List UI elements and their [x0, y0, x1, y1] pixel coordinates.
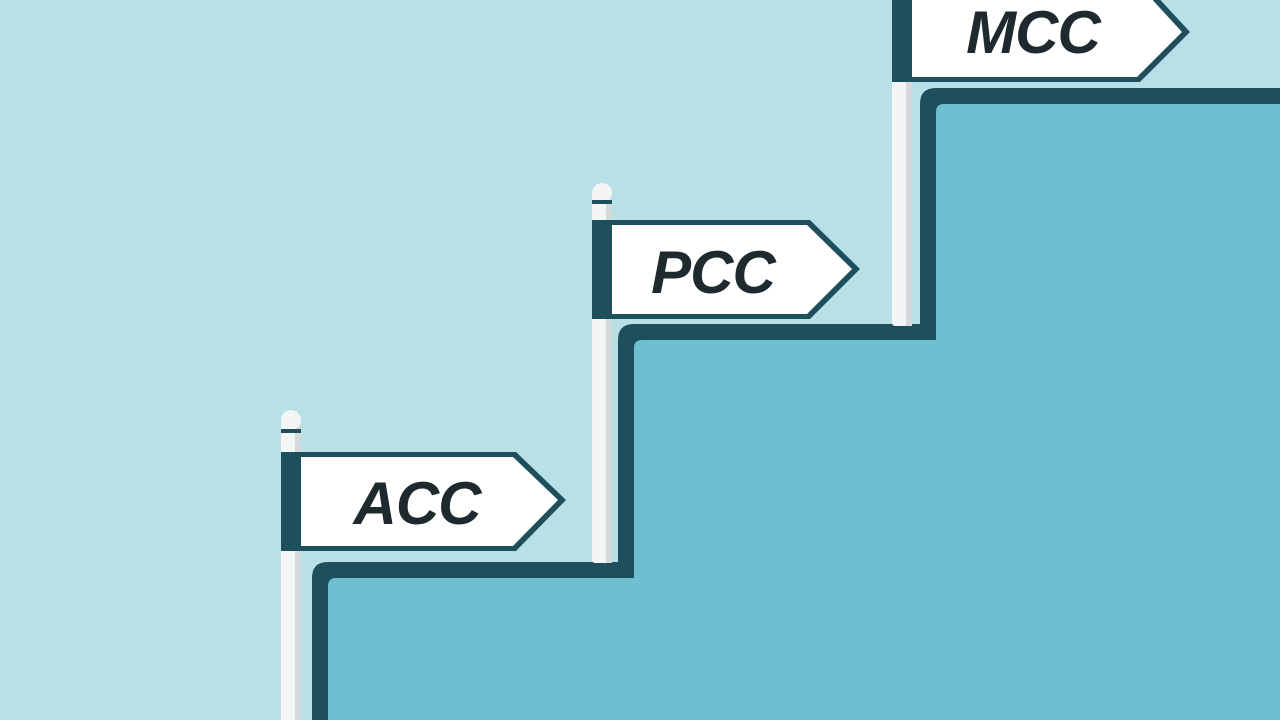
flag-label-pcc: PCC [651, 239, 777, 306]
flag-banner [892, 0, 1190, 82]
flag-label-mcc: MCC [966, 0, 1102, 66]
flag-banner [592, 220, 860, 319]
staircase-fill [328, 104, 1280, 720]
flag-banner [281, 452, 566, 551]
step-mcc: MCC [892, 0, 1190, 326]
step-pcc: PCC [592, 183, 860, 563]
flag-label-acc: ACC [352, 470, 484, 537]
step-acc: ACC [281, 410, 566, 720]
